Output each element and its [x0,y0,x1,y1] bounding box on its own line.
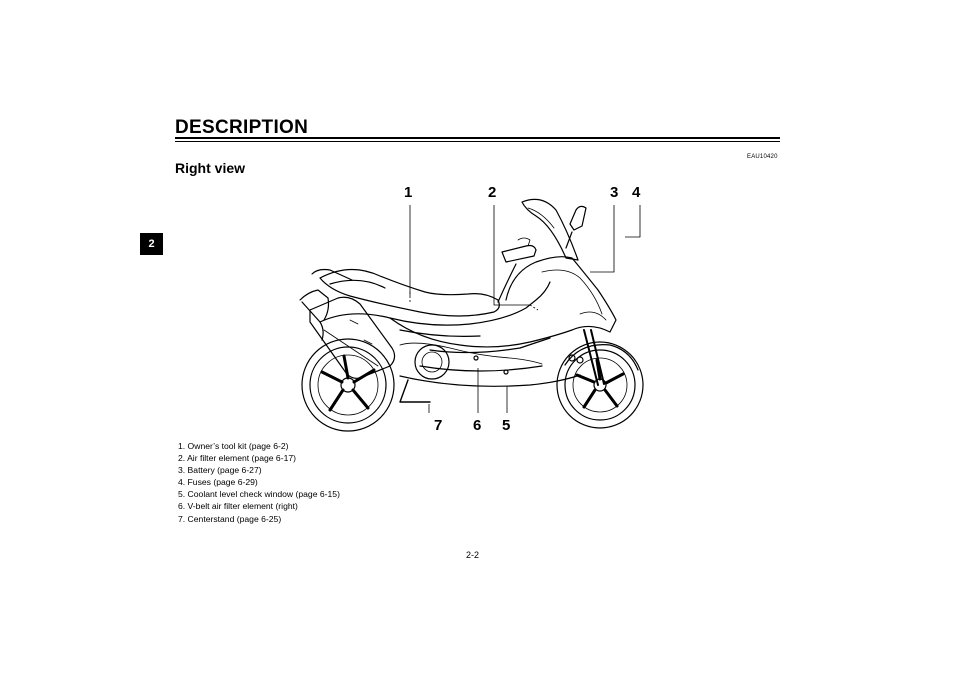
chapter-tab: 2 [140,233,163,255]
callout-6: 6 [473,417,481,434]
legend-item: 1. Owner’s tool kit (page 6-2) [178,441,289,451]
title-rule-thick [175,137,780,139]
legend-item: 4. Fuses (page 6-29) [178,477,258,488]
callout-7: 7 [434,417,442,434]
legend-item: 6. V-belt air filter element (right) [178,501,298,512]
legend-item: 2. Air filter element (page 6-17) [178,453,296,464]
callout-1: 1 [404,184,412,201]
section-heading: Right view [175,160,246,176]
legend-item: 3. Battery (page 6-27) [178,465,262,476]
callout-3: 3 [610,184,618,201]
page-title: DESCRIPTION [175,117,309,138]
page-number: 2-2 [466,550,480,560]
callout-5: 5 [502,417,510,434]
callout-4: 4 [632,184,641,201]
callout-2: 2 [488,184,496,201]
document-code: EAU10420 [747,154,778,160]
legend-item: 5. Coolant level check window (page 6-15… [178,489,340,500]
scooter-illustration-icon: 1 2 3 4 5 6 7 [299,184,644,434]
legend-item: 7. Centerstand (page 6-25) [178,513,282,524]
title-rule-thin [175,141,780,142]
scooter-figure: 1 2 3 4 5 6 7 [280,180,660,435]
parts-legend: 1. Owner’s tool kit (page 6-2) 2. Air fi… [178,440,340,525]
